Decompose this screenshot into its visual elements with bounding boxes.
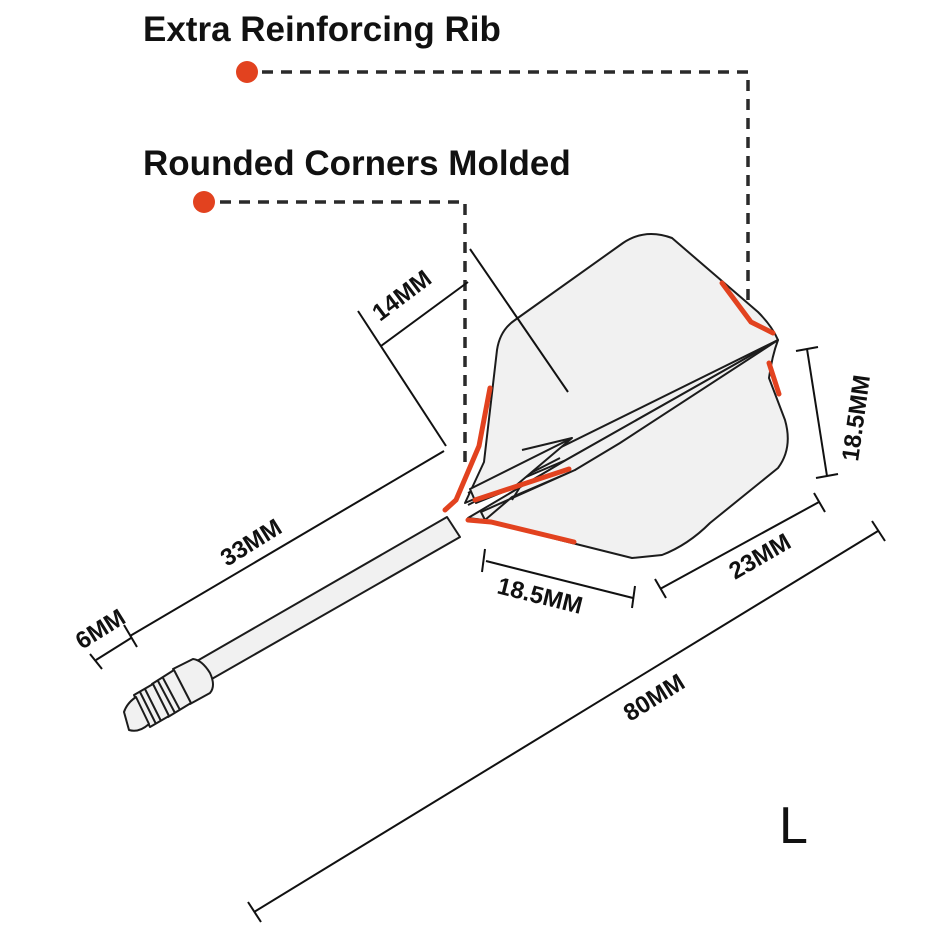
dim-flight-tail-label: 23MM xyxy=(725,528,796,585)
dart-drawing xyxy=(123,233,789,732)
callout-rib-dot xyxy=(236,61,258,83)
dim-fin-depth-label: 14MM xyxy=(367,265,437,327)
threaded-tip xyxy=(123,658,214,732)
callout-rib-leader xyxy=(262,70,750,322)
dim-overall-length-label: 80MM xyxy=(619,669,690,727)
callout-rib-label: Extra Reinforcing Rib xyxy=(143,10,501,49)
size-label: L xyxy=(779,797,808,855)
dim-shaft-length-label: 33MM xyxy=(216,514,287,572)
callout-rib: Extra Reinforcing Rib xyxy=(143,10,750,322)
rib-accent-top xyxy=(719,280,776,336)
dim-flight-width: 18.5MM xyxy=(795,346,876,479)
callout-corners-leader xyxy=(220,200,467,468)
corner-accent-lower xyxy=(465,517,577,545)
dim-flight-root: 18.5MM xyxy=(481,548,636,620)
corner-accent-upper xyxy=(442,385,493,513)
flight-upper-wing xyxy=(464,233,779,504)
callout-corners-dot xyxy=(193,191,215,213)
callout-corners: Rounded Corners Molded xyxy=(143,144,571,468)
callout-corners-label: Rounded Corners Molded xyxy=(143,144,571,183)
rib-accent-side xyxy=(766,360,782,397)
dim-tip-length: 6MM xyxy=(71,604,132,670)
flight-lower-wing xyxy=(467,339,789,559)
dim-flight-root-label: 18.5MM xyxy=(495,573,586,620)
corner-accent-inner xyxy=(472,466,572,503)
dim-flight-width-label: 18.5MM xyxy=(837,373,876,463)
dim-tip-length-label: 6MM xyxy=(71,604,131,655)
